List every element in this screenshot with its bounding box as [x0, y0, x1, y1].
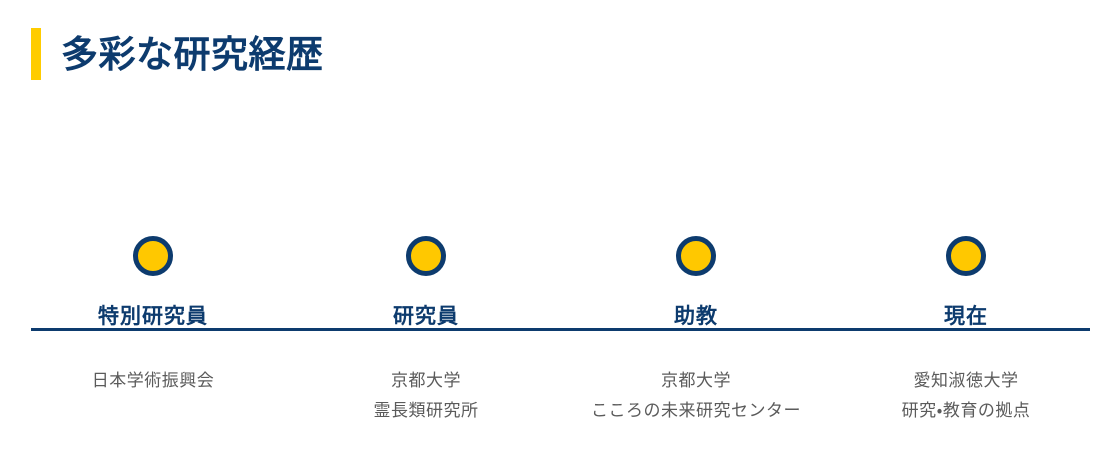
timeline-item-description-line2: こころの未来研究センター	[591, 401, 801, 420]
page-title: 多彩な研究経歴	[31, 28, 324, 80]
timeline-item-3: 助教 京都大学 こころの未来研究センター	[566, 0, 826, 472]
timeline-item-description-line1: 京都大学	[661, 371, 731, 390]
page-title-text: 多彩な研究経歴	[61, 33, 324, 75]
timeline-axis	[31, 328, 1090, 331]
timeline-item-description: 京都大学 こころの未来研究センター	[566, 366, 826, 426]
timeline-item-description-line1: 日本学術振興会	[91, 371, 215, 390]
timeline-item-2: 研究員 京都大学 霊長類研究所	[296, 0, 556, 472]
timeline-item-4: 現在 愛知淑徳大学 研究・教育の拠点	[836, 0, 1096, 472]
timeline-marker-icon	[133, 236, 173, 276]
timeline-item-label: 研究員	[393, 305, 459, 328]
timeline-item-label: 助教	[674, 305, 718, 328]
timeline-marker-icon	[406, 236, 446, 276]
timeline-marker-icon	[676, 236, 716, 276]
title-accent-bar	[31, 28, 41, 80]
timeline-item-description-line2: 霊長類研究所	[373, 401, 479, 420]
timeline-item-description-line1: 京都大学	[391, 371, 461, 390]
timeline-item-description: 京都大学 霊長類研究所	[296, 366, 556, 426]
timeline-marker-icon	[946, 236, 986, 276]
timeline-item-label: 現在	[944, 305, 988, 328]
timeline-item-description: 日本学術振興会	[23, 366, 283, 396]
timeline-item-label: 特別研究員	[98, 305, 208, 328]
timeline-item-description: 愛知淑徳大学 研究・教育の拠点	[836, 366, 1096, 426]
timeline-item-description-line2: 研究・教育の拠点	[901, 401, 1031, 420]
timeline-item-1: 特別研究員 日本学術振興会	[23, 0, 283, 472]
timeline-item-description-line1: 愛知淑徳大学	[913, 371, 1019, 390]
